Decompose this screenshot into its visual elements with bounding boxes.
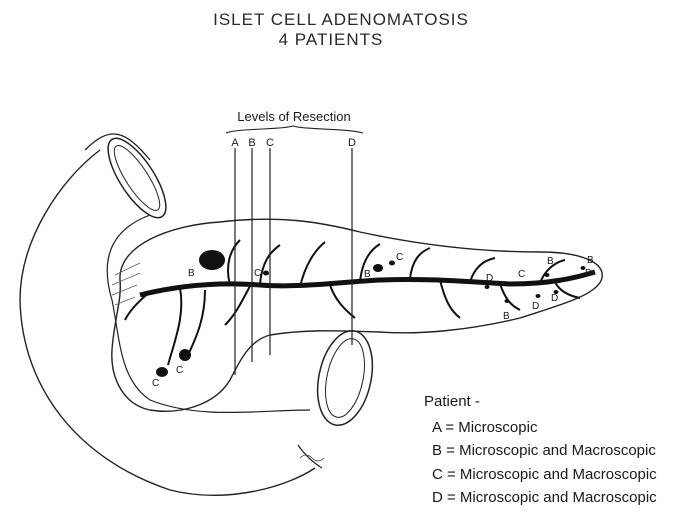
lesion-label: B: [188, 268, 195, 279]
lesion-b-head: [199, 250, 225, 270]
lesion-c-t1: [515, 282, 520, 286]
lesion-label: B: [503, 311, 510, 322]
resection-bracket: [226, 126, 363, 133]
legend-item-c: C = Microscopic and Macroscopic: [424, 463, 657, 487]
legend-heading: Patient -: [424, 390, 657, 414]
duodenum-outline: [20, 150, 315, 495]
lesion-label: C: [152, 378, 159, 389]
lesion-c-mid: [389, 261, 395, 266]
lesion-label: C: [396, 252, 403, 263]
lesion-label: D: [532, 301, 539, 312]
duodenum-top-opening: [98, 130, 177, 226]
lesion-d-t1: [485, 285, 490, 289]
lesion-label: C: [254, 268, 261, 279]
legend-item-a: A = Microscopic: [424, 416, 657, 440]
legend-item-b: B = Microscopic and Macroscopic: [424, 439, 657, 463]
resection-label-a: A: [231, 137, 239, 149]
lesion-c-unc1: [156, 367, 168, 377]
lesion-label: D: [486, 273, 493, 284]
lesion-c-body: [263, 271, 269, 276]
lesion-label: B: [587, 255, 594, 266]
legend-item-d: D = Microscopic and Macroscopic: [424, 486, 657, 510]
patient-legend: Patient - A = Microscopic B = Microscopi…: [424, 390, 657, 510]
lesion-label: B: [364, 269, 371, 280]
lesion-label: B: [585, 268, 592, 279]
lesion-label: C: [518, 269, 525, 280]
lesion-label: C: [176, 365, 183, 376]
resection-heading: Levels of Resection: [237, 109, 350, 124]
lesion-b-t3: [505, 299, 510, 303]
lesion-label: D: [551, 293, 558, 304]
lesion-d-t2: [536, 294, 541, 298]
lesion-c-unc2: [179, 349, 191, 361]
resection-label-d: D: [348, 137, 356, 149]
lesion-b-mid: [373, 264, 383, 272]
lesion-b-t1: [545, 273, 550, 277]
lesion-label: B: [547, 256, 554, 267]
resection-label-b: B: [248, 137, 255, 149]
resection-label-c: C: [266, 137, 274, 149]
